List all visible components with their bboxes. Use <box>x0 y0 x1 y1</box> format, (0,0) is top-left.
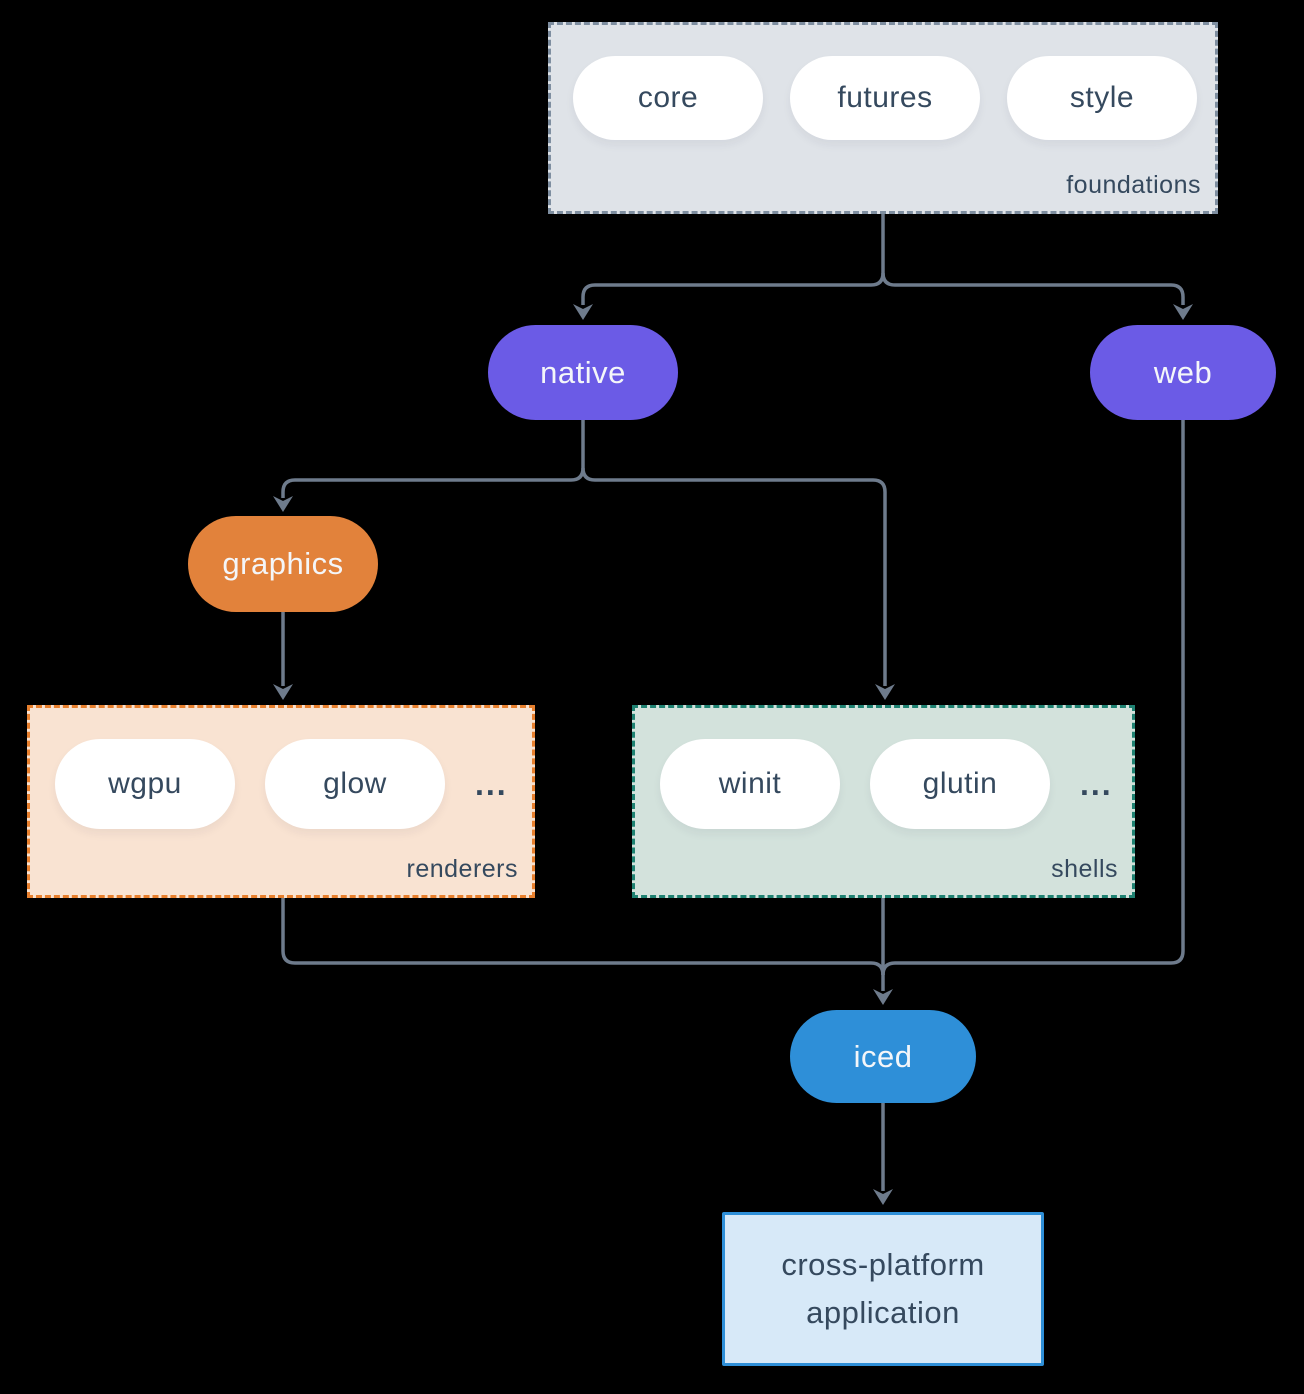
wire-renderers-merge <box>281 898 885 976</box>
arrowhead-renderers <box>273 684 293 700</box>
node-web: web <box>1090 325 1276 420</box>
renderers-ellipsis: ... <box>475 766 508 802</box>
group-shells: winit glutin ... shells <box>632 705 1135 898</box>
node-style: style <box>1007 56 1197 140</box>
shells-label: shells <box>1051 855 1118 883</box>
arrowhead-shells <box>875 684 895 700</box>
wire-foundations-web <box>881 272 1185 305</box>
arrowhead-web <box>1173 304 1193 320</box>
node-glow: glow <box>265 739 445 829</box>
node-futures: futures <box>790 56 980 140</box>
arrowhead-graphics <box>273 496 293 512</box>
shells-ellipsis: ... <box>1080 766 1113 802</box>
arrowhead-iced <box>873 989 893 1005</box>
wire-native-shells <box>581 467 887 686</box>
node-graphics: graphics <box>188 516 378 612</box>
foundations-label: foundations <box>1066 171 1201 199</box>
wire-native-graphics <box>281 420 585 498</box>
app-label-line2: application <box>806 1295 960 1330</box>
renderers-label: renderers <box>406 855 518 883</box>
node-winit: winit <box>660 739 840 829</box>
arrowhead-app <box>873 1189 893 1205</box>
node-iced: iced <box>790 1010 976 1103</box>
app-label-line1: cross-platform <box>781 1246 985 1282</box>
node-cross-platform-application: cross-platform application <box>722 1212 1044 1366</box>
node-wgpu: wgpu <box>55 739 235 829</box>
node-glutin: glutin <box>870 739 1050 829</box>
wire-foundations-native <box>581 214 885 305</box>
group-foundations: core futures style foundations <box>548 22 1218 214</box>
node-native: native <box>488 325 678 420</box>
arrowhead-native <box>573 304 593 320</box>
shells-pill-row: winit glutin ... <box>635 708 1132 829</box>
foundations-pill-row: core futures style <box>551 25 1215 140</box>
node-core: core <box>573 56 763 140</box>
group-renderers: wgpu glow ... renderers <box>27 705 535 898</box>
renderers-pill-row: wgpu glow ... <box>30 708 532 829</box>
